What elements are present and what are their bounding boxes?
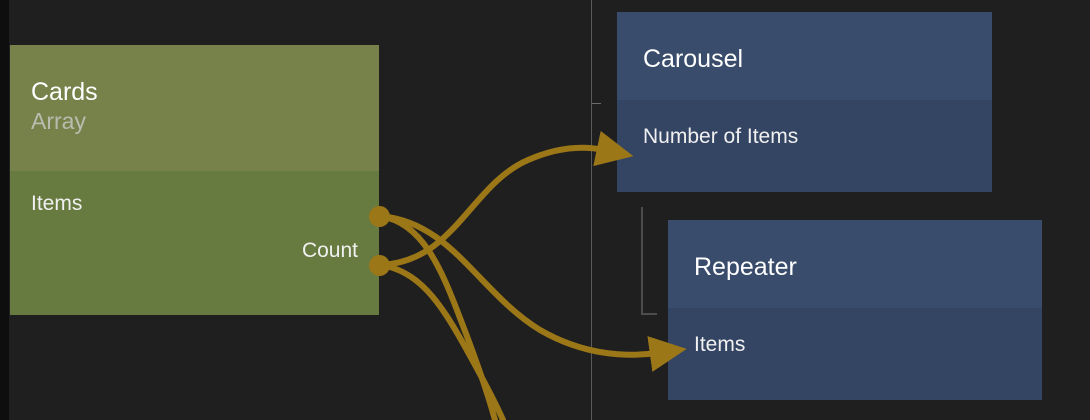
vertical-divider-rule [591,0,592,420]
node-carousel-header: Carousel [617,12,992,100]
node-cards-header: Cards Array [10,45,379,171]
port-row-cards-items[interactable]: Items [31,191,358,217]
port-row-repeater-items[interactable]: Items [694,332,1042,358]
node-carousel-title: Carousel [643,45,744,73]
port-dot-cards-items[interactable] [369,206,390,227]
port-label-carousel-number-of-items: Number of Items [643,125,799,148]
wire-count-to-carousel-number-of-items [377,130,634,268]
port-row-cards-count[interactable]: Count [31,238,358,264]
node-cards-title: Cards [31,78,98,106]
group-bracket-icon [641,207,657,315]
wire-items-to-repeater-items [377,213,687,372]
wire-items-to-offscreen-bottom [377,213,498,420]
node-carousel[interactable]: Carousel Number of Items [617,12,992,192]
node-cards[interactable]: Cards Array Items Count [10,45,379,315]
node-repeater[interactable]: Repeater Items [668,220,1042,400]
node-repeater-body: Items [668,308,1042,400]
node-repeater-header: Repeater [668,220,1042,308]
port-label-cards-count: Count [301,239,358,262]
port-label-repeater-items: Items [694,333,746,356]
node-carousel-body: Number of Items [617,100,992,192]
port-row-carousel-number-of-items[interactable]: Number of Items [643,124,992,150]
port-label-cards-items: Items [31,192,83,215]
wire-count-to-offscreen-bottom [377,262,506,420]
node-cards-body: Items Count [10,171,379,315]
port-dot-cards-count[interactable] [369,255,390,276]
divider-tick-mark [592,103,601,104]
node-cards-subtitle: Array [31,108,86,134]
node-repeater-title: Repeater [694,253,797,281]
left-gutter-strip [0,0,9,420]
